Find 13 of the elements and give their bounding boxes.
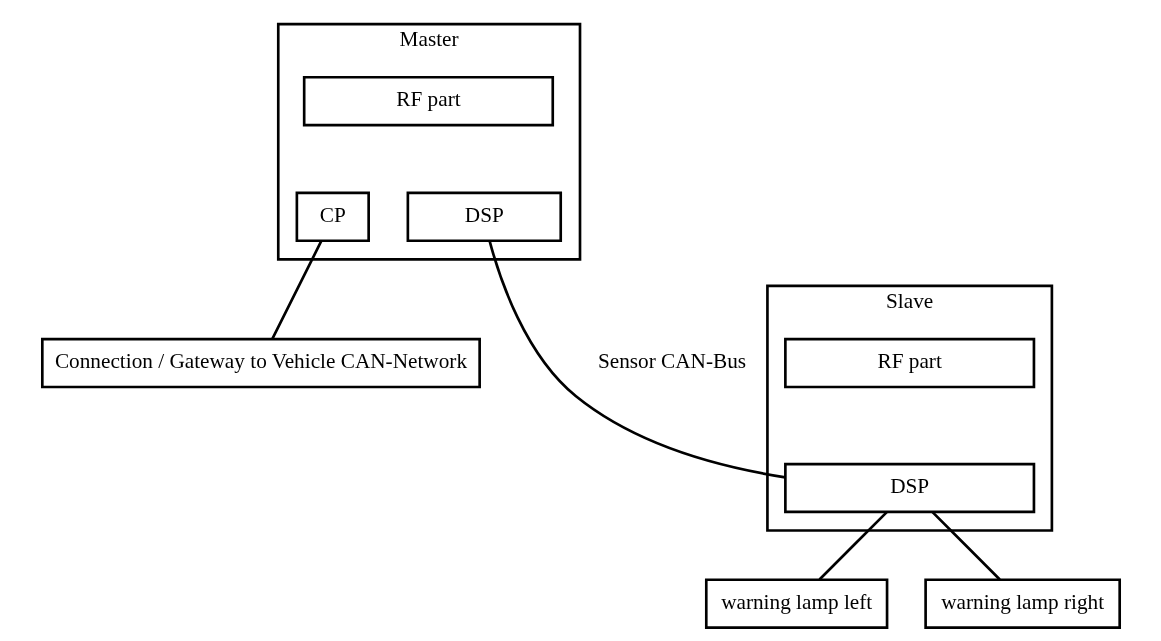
node-box: warning lamp right	[923, 578, 1121, 629]
connector	[270, 240, 322, 340]
connector	[818, 511, 888, 581]
node-box: warning lamp left	[704, 578, 888, 629]
edge-label: Sensor CAN-Bus	[597, 349, 746, 374]
node-box: RF part	[783, 337, 1035, 389]
node-box: RF part	[302, 75, 554, 127]
connector	[931, 511, 1001, 581]
connector	[487, 240, 785, 479]
node-box: CP	[295, 191, 370, 243]
node-box: Connection / Gateway to Vehicle CAN-Network	[40, 337, 481, 389]
node-box: DSP	[783, 462, 1035, 514]
node-box: DSP	[406, 191, 562, 243]
